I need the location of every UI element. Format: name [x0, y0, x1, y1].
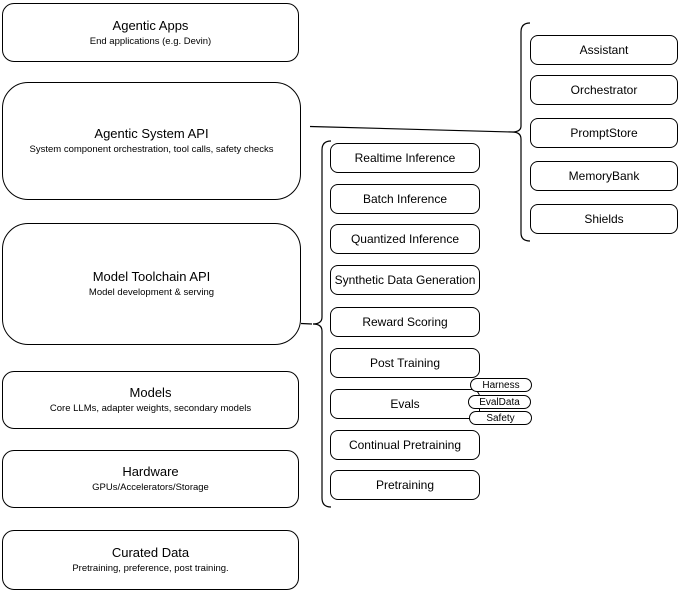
agentic-system-api-connector	[309, 125, 513, 133]
box-realtime-inference: Realtime Inference	[330, 143, 480, 173]
box-curated-data: Curated Data Pretraining, preference, po…	[2, 530, 299, 590]
box-assistant: Assistant	[530, 35, 678, 65]
middle-group-brace	[312, 140, 332, 508]
box-title: Curated Data	[111, 545, 190, 560]
box-subtitle: Core LLMs, adapter weights, secondary mo…	[49, 403, 252, 414]
tag-harness: Harness	[470, 378, 532, 392]
tag-label: Safety	[486, 412, 515, 424]
box-label: Synthetic Data Generation	[334, 273, 476, 287]
box-label: MemoryBank	[568, 169, 640, 183]
box-pretraining: Pretraining	[330, 470, 480, 500]
box-hardware: Hardware GPUs/Accelerators/Storage	[2, 450, 299, 508]
box-model-toolchain-api: Model Toolchain API Model development & …	[2, 223, 301, 345]
box-reward-scoring: Reward Scoring	[330, 307, 480, 337]
box-post-training: Post Training	[330, 348, 480, 378]
box-synthetic-data-generation: Synthetic Data Generation	[330, 265, 480, 295]
box-promptstore: PromptStore	[530, 118, 678, 148]
box-label: Quantized Inference	[350, 232, 460, 246]
box-shields: Shields	[530, 204, 678, 234]
box-label: Reward Scoring	[362, 315, 448, 329]
box-subtitle: GPUs/Accelerators/Storage	[92, 482, 209, 493]
box-subtitle: System component orchestration, tool cal…	[29, 144, 274, 155]
box-label: Assistant	[579, 43, 629, 57]
box-evals: Evals	[330, 389, 480, 419]
box-memorybank: MemoryBank	[530, 161, 678, 191]
box-subtitle: Pretraining, preference, post training.	[72, 563, 229, 574]
box-title: Models	[129, 385, 172, 400]
box-agentic-system-api: Agentic System API System component orch…	[2, 82, 301, 200]
box-label: Realtime Inference	[354, 151, 456, 165]
tag-label: EvalData	[479, 396, 520, 408]
right-group-brace	[511, 22, 531, 242]
tag-evaldata: EvalData	[468, 395, 531, 409]
box-title: Agentic Apps	[112, 17, 189, 33]
box-batch-inference: Batch Inference	[330, 184, 480, 214]
box-label: Batch Inference	[362, 192, 448, 206]
tag-safety: Safety	[469, 411, 532, 425]
box-subtitle: End applications (e.g. Devin)	[89, 35, 212, 47]
box-quantized-inference: Quantized Inference	[330, 224, 480, 254]
box-label: PromptStore	[570, 126, 638, 140]
box-label: Orchestrator	[570, 83, 638, 97]
box-agentic-apps: Agentic Apps End applications (e.g. Devi…	[2, 3, 299, 62]
box-label: Post Training	[369, 356, 441, 370]
box-models: Models Core LLMs, adapter weights, secon…	[2, 371, 299, 429]
box-title: Model Toolchain API	[92, 269, 211, 284]
box-subtitle: Model development & serving	[88, 287, 215, 298]
box-label: Pretraining	[375, 478, 435, 492]
box-continual-pretraining: Continual Pretraining	[330, 430, 480, 460]
box-label: Evals	[390, 397, 420, 411]
box-title: Hardware	[122, 464, 179, 479]
box-title: Agentic System API	[94, 126, 209, 141]
tag-label: Harness	[482, 379, 520, 391]
box-label: Shields	[584, 212, 624, 226]
model-toolchain-api-connector	[300, 322, 313, 325]
box-label: Continual Pretraining	[348, 438, 462, 452]
box-orchestrator: Orchestrator	[530, 75, 678, 105]
